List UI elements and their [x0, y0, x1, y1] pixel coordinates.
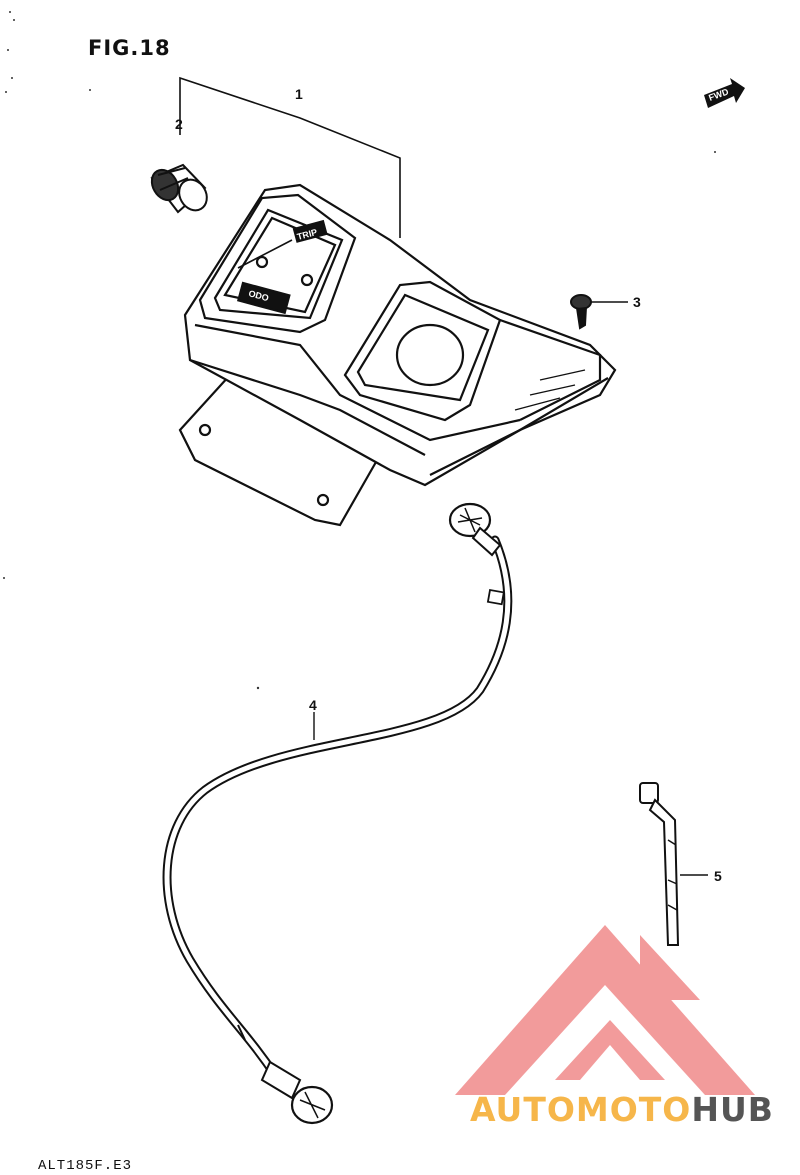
part-5-bulb-wire [639, 782, 708, 946]
footer-code: ALT185F.E3 [38, 1158, 133, 1174]
forward-arrow-icon: FWD [704, 78, 745, 108]
part-3-screw [570, 294, 628, 330]
watermark-text: AUTOMOTOHUB [470, 1090, 774, 1129]
watermark-logo-icon [455, 925, 755, 1095]
callout-3: 3 [633, 294, 641, 310]
figure-title: FIG.18 [88, 36, 171, 60]
watermark-text-part1: AUTOMOTO [470, 1090, 692, 1129]
watermark-text-part2: HUB [691, 1090, 774, 1129]
part-4-speedometer-cable [162, 502, 513, 1125]
callout-1: 1 [295, 86, 303, 102]
scan-specks [3, 11, 716, 690]
callout-1-leader [179, 76, 401, 238]
callout-2: 2 [175, 116, 183, 132]
callout-4: 4 [309, 697, 317, 713]
callout-5: 5 [714, 868, 722, 884]
part-1-instrument-housing [178, 183, 617, 527]
part-2-knob [150, 163, 208, 214]
